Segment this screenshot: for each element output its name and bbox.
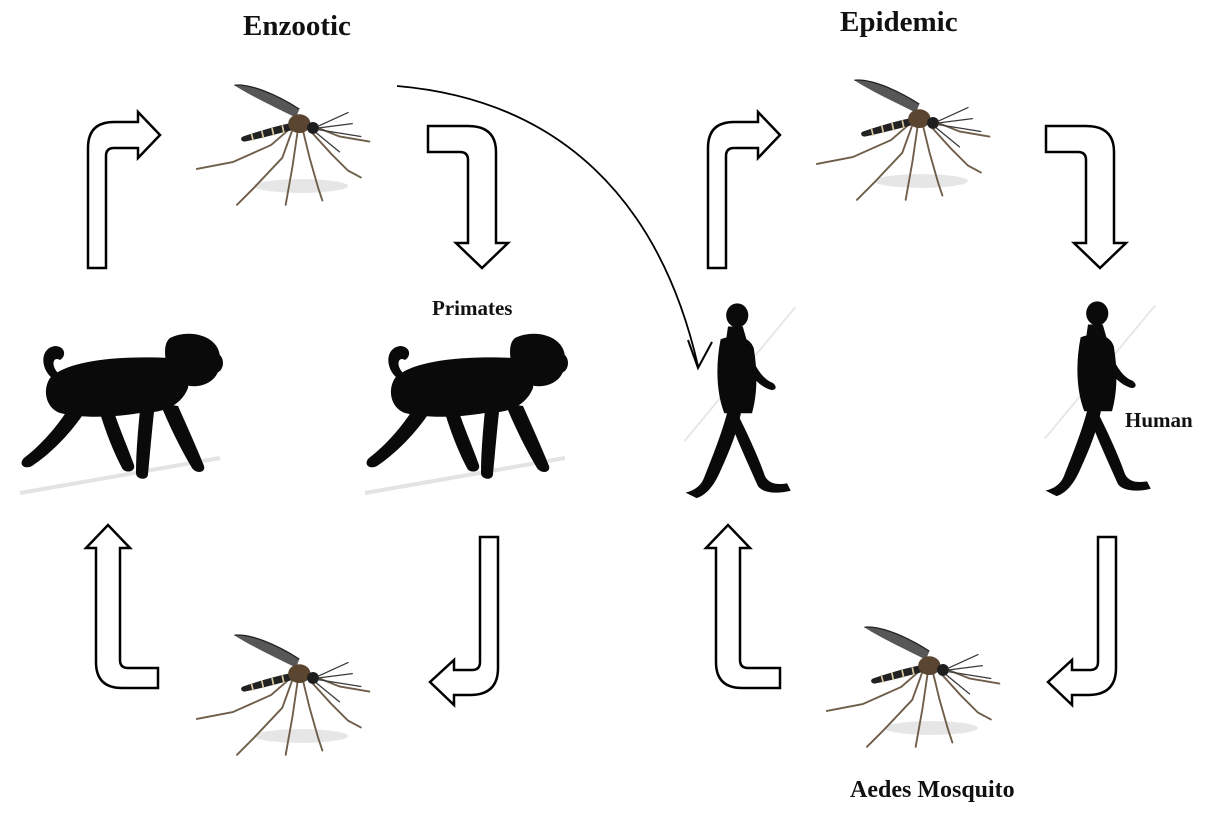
spillover-arrowhead xyxy=(688,340,712,368)
cycle-arrow xyxy=(1046,126,1126,268)
aedes-mosquito-label: Aedes Mosquito xyxy=(850,777,1015,804)
epidemic-cycle xyxy=(685,80,1156,747)
monkey-icon xyxy=(365,334,568,493)
mosquito-icon xyxy=(827,627,1000,747)
mosquito-icon xyxy=(817,80,990,200)
enzootic-cycle xyxy=(20,85,568,755)
cycle-arrow xyxy=(706,525,780,688)
cycle-arrow xyxy=(88,112,160,268)
epidemic-title: Epidemic xyxy=(840,6,958,39)
cycle-arrow xyxy=(86,525,158,688)
human-label: Human xyxy=(1125,408,1193,433)
mosquito-icon xyxy=(197,85,370,205)
enzootic-title: Enzootic xyxy=(243,10,351,43)
cycle-arrow xyxy=(428,126,508,268)
cycle-arrow xyxy=(708,112,780,268)
cycle-arrow xyxy=(430,537,498,705)
primates-label: Primates xyxy=(432,296,512,321)
human-icon xyxy=(685,303,796,498)
mosquito-icon xyxy=(197,635,370,755)
human-icon xyxy=(1045,301,1156,496)
monkey-icon xyxy=(20,334,223,493)
cycle-arrow xyxy=(1048,537,1116,705)
